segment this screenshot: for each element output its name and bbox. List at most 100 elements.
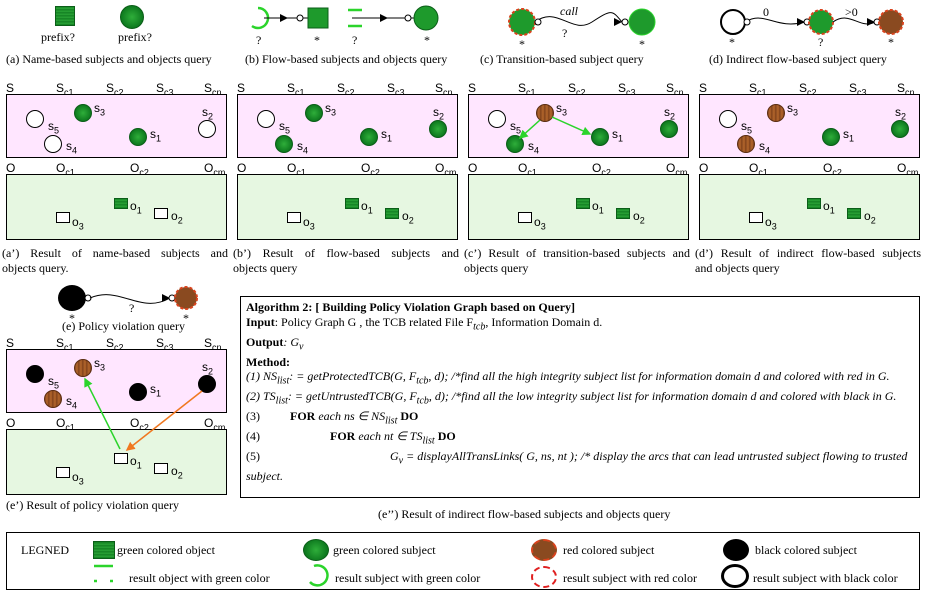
subject-s1: [822, 128, 840, 146]
algorithm-line-1: (1) NSlist: = getProtectedTCB(G, Ftcb, d…: [246, 369, 890, 387]
object-axis-cm: Ocm: [435, 161, 457, 178]
gt-zero-label: >0: [845, 5, 858, 19]
object-axis-cm: Ocm: [666, 161, 688, 178]
result-e2-caption: (e’’) Result of indirect flow-based subj…: [378, 507, 671, 521]
subject-s3: [536, 104, 554, 122]
query-d-caption: (d) Indirect flow-based subject query: [709, 52, 887, 66]
legend-item-2: result object with green color: [129, 571, 270, 585]
object-o1-label: o1: [130, 199, 142, 216]
subject-axis-c1: Sc1: [56, 336, 74, 353]
subject-s3: [767, 104, 785, 122]
object-axis-o: O: [468, 161, 478, 175]
object-o1: [576, 198, 590, 209]
red-subject-legend-icon: [531, 539, 557, 561]
subject-s5-label: s5: [741, 119, 753, 136]
transition-star2: *: [639, 37, 645, 51]
subject-axis-cn: Scn: [435, 81, 453, 98]
subject-s2: [891, 120, 909, 138]
subject-s5: [257, 110, 275, 128]
subject-axis-c3: Sc3: [156, 336, 174, 353]
subject-s2: [198, 120, 216, 138]
object-axis-c1: Oc1: [749, 161, 768, 178]
subject-s5: [26, 365, 44, 383]
subject-s3: [74, 104, 92, 122]
query-c: call ? * * (c) Transition-based subject …: [462, 0, 695, 70]
violation-star1: *: [69, 311, 75, 325]
transition-star1: *: [519, 37, 525, 51]
object-o1-label: o1: [130, 454, 142, 471]
subject-s4: [506, 135, 524, 153]
result-subject-legend-icon: [309, 564, 329, 587]
subject-s2-label: s2: [433, 105, 445, 122]
subject-domain-box: [468, 94, 689, 158]
object-o2: [616, 208, 630, 219]
result-b-caption: (b’) Result of flow-based subjects and: [233, 246, 459, 260]
query-a: prefix? prefix? (a) Name-based subjects …: [0, 0, 230, 70]
result-object-legend-icon: [94, 564, 113, 583]
subject-axis-cn: Scn: [897, 81, 915, 98]
subject-s1-label: s1: [612, 127, 624, 144]
algorithm-method: Method:: [246, 354, 290, 369]
subject-s1: [129, 128, 147, 146]
subject-s4-label: s4: [66, 394, 78, 411]
green-object-icon: [55, 6, 75, 26]
subject-s3-label: s3: [556, 101, 568, 118]
subject-axis-c3: Sc3: [618, 81, 636, 98]
indirect-q: ?: [818, 35, 824, 49]
subject-s5-label: s5: [510, 119, 522, 136]
legend-title: LEGNED: [21, 543, 69, 557]
subject-axis-c2: Sc2: [106, 336, 124, 353]
object-axis-c1: Oc1: [287, 161, 306, 178]
subject-domain-box: [699, 94, 920, 158]
object-axis-o: O: [6, 416, 16, 430]
subject-axis-c2: Sc2: [568, 81, 586, 98]
algorithm-line-3: (3)FOR each ns ∈ NSlist DO: [246, 409, 419, 427]
call-label: call: [560, 4, 578, 18]
object-o3-label: o3: [765, 215, 777, 232]
object-o2-label: o2: [171, 209, 183, 226]
subject-s3-label: s3: [94, 101, 106, 118]
subject-axis-s: S: [237, 81, 246, 95]
subject-s3-label: s3: [94, 356, 106, 373]
object-axis-c1: Oc1: [56, 416, 75, 433]
subject-s5: [26, 110, 44, 128]
object-o2: [154, 208, 168, 219]
subject-axis-s: S: [6, 336, 15, 350]
query-e: ? * *: [50, 280, 240, 330]
subject-s2-label: s2: [202, 105, 214, 122]
subject-s3: [74, 359, 92, 377]
subject-s4-label: s4: [66, 139, 78, 156]
subject-s1-label: s1: [843, 127, 855, 144]
subject-s2-label: s2: [895, 105, 907, 122]
subject-axis-cn: Scn: [666, 81, 684, 98]
legend-item-1: green colored object: [117, 543, 215, 557]
object-o3-label: o3: [72, 215, 84, 232]
algorithm-input: Input: Policy Graph G , the TCB related …: [246, 314, 603, 332]
subject-axis-c2: Sc2: [106, 81, 124, 98]
subject-axis-c1: Sc1: [56, 81, 74, 98]
subject-axis-cn: Scn: [204, 336, 222, 353]
object-axis-c2: Oc2: [130, 416, 149, 433]
transition-query-graphic: [508, 8, 656, 36]
subject-s1-label: s1: [150, 382, 162, 399]
subject-s4: [275, 135, 293, 153]
subject-axis-c2: Sc2: [337, 81, 355, 98]
result-b-caption-2: objects query: [233, 261, 298, 275]
object-o1: [807, 198, 821, 209]
result-e-caption: (e’) Result of policy violation query: [6, 498, 179, 512]
query-c-caption: (c) Transition-based subject query: [480, 52, 644, 66]
object-o1: [114, 198, 128, 209]
algorithm-line-5: (5)Gv = displayAllTransLinks( G, ns, nt …: [246, 449, 908, 484]
indirect-star2: *: [888, 35, 894, 49]
object-o3-label: o3: [303, 215, 315, 232]
object-axis-o: O: [237, 161, 247, 175]
object-axis-c2: Oc2: [361, 161, 380, 178]
subject-domain-box: [237, 94, 458, 158]
subject-s4: [44, 135, 62, 153]
object-o3: [56, 212, 70, 223]
query-a-caption: (a) Name-based subjects and objects quer…: [6, 52, 212, 66]
legend-item-6: result subject with red color: [563, 571, 697, 585]
